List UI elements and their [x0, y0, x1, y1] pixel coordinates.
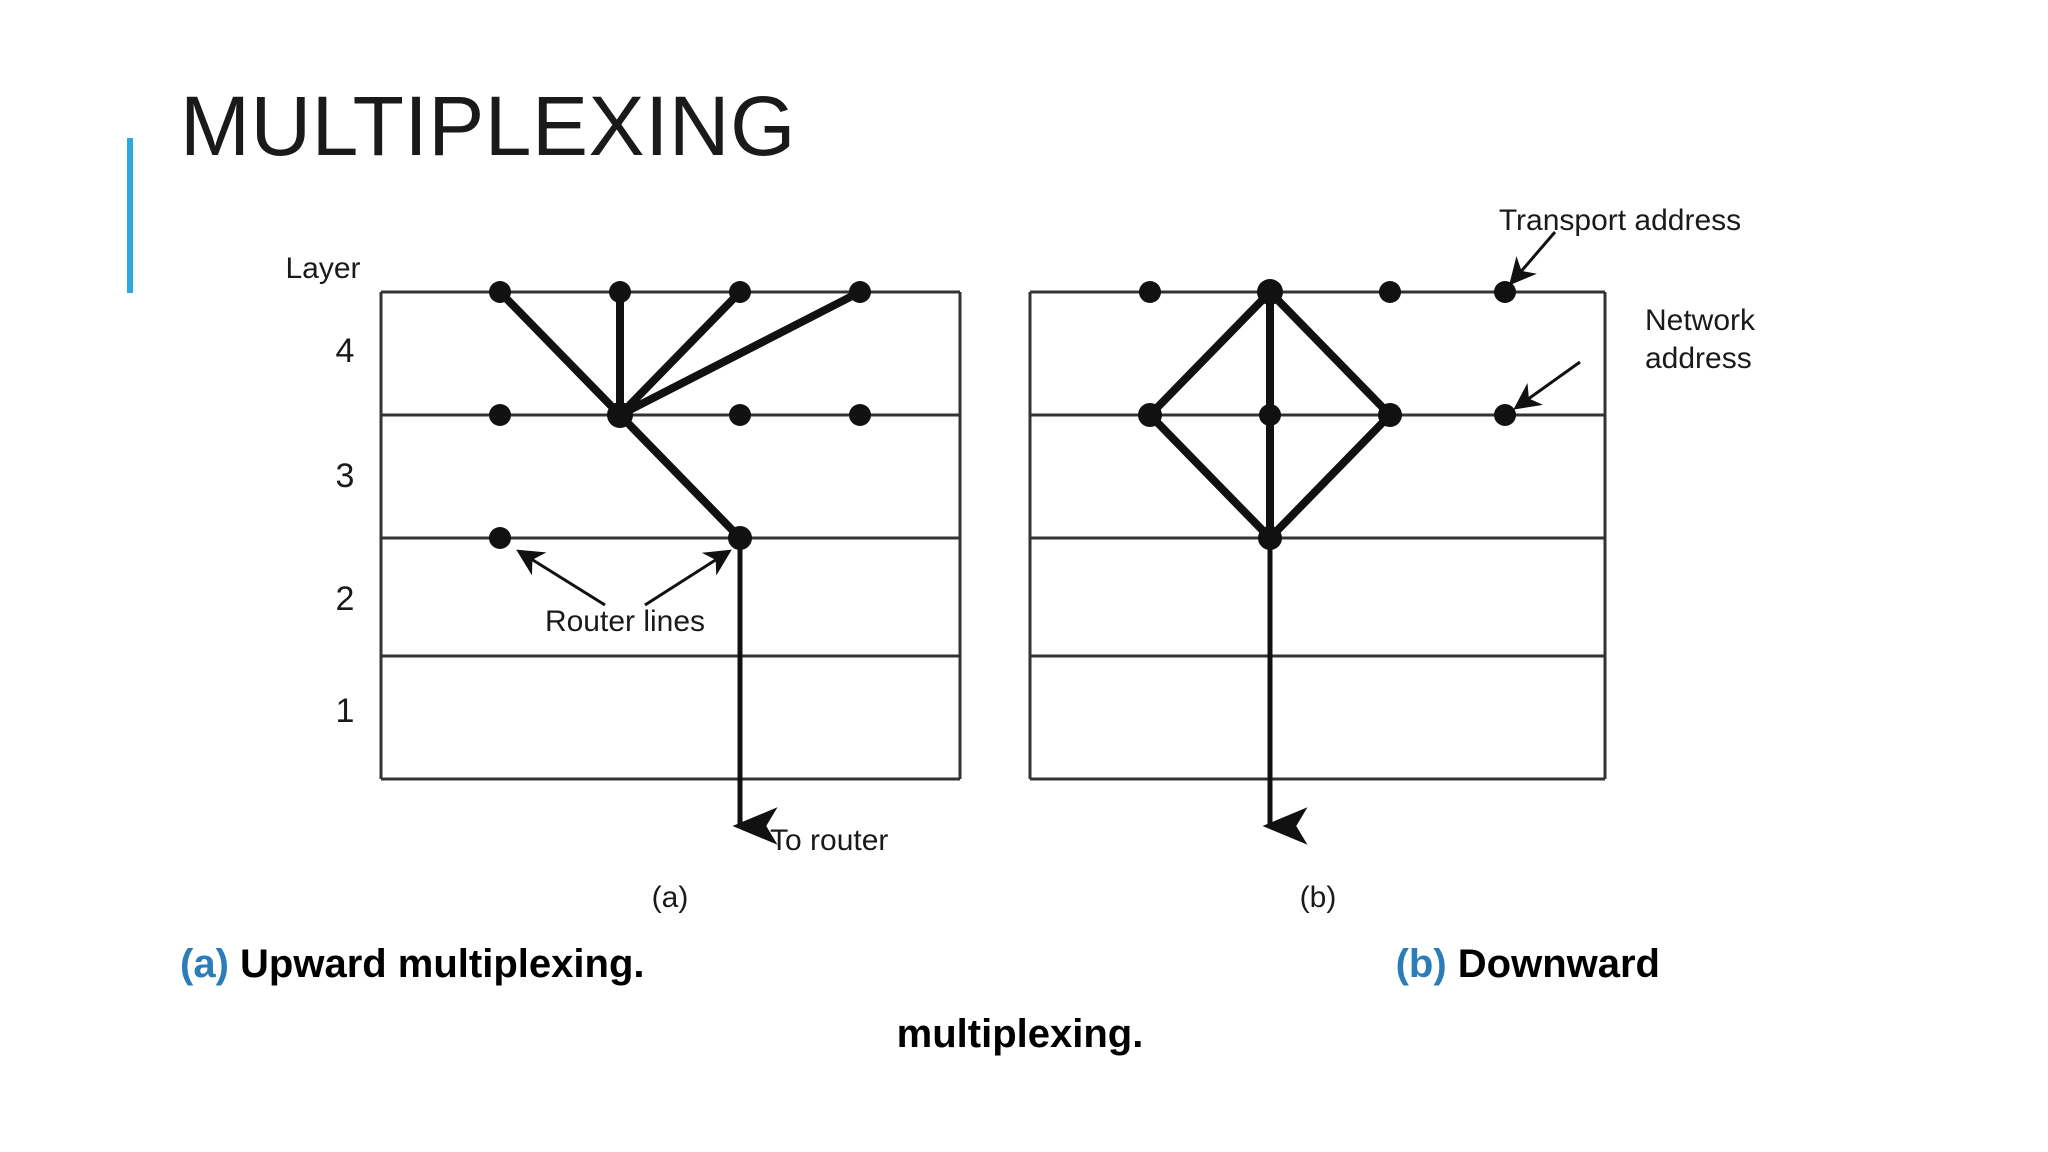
node-dot [609, 281, 631, 303]
router-lines-label: Router lines [545, 605, 705, 638]
node-dot [1257, 279, 1283, 305]
node-dot [849, 404, 871, 426]
caption-b-text: Downward [1457, 942, 1660, 986]
node-dot [1138, 403, 1162, 427]
node-dot [849, 281, 871, 303]
panel-b-sublabel: (b) [1300, 881, 1337, 914]
panel-a-connections [496, 288, 864, 542]
layer-label-1: 1 [336, 692, 355, 730]
node-dot [489, 527, 511, 549]
node-dot [1494, 404, 1516, 426]
layer-label-4: 4 [336, 332, 355, 370]
layer-axis-label: Layer [285, 252, 360, 285]
node-dot [728, 526, 752, 550]
panel-a-sublabel: (a) [652, 881, 689, 914]
node-dot [607, 402, 633, 428]
caption-a-tag: (a) [180, 942, 229, 986]
caption-b: (b) Downward [1396, 930, 1740, 998]
caption-a-text-spacer [229, 942, 240, 986]
layer-label-2: 2 [336, 580, 355, 618]
node-dot [1258, 526, 1282, 550]
slide-caption: (a) Upward multiplexing. (b) Downward mu… [180, 930, 1740, 1068]
caption-b-text-spacer [1447, 942, 1458, 986]
node-dot [1494, 281, 1516, 303]
node-dot [489, 281, 511, 303]
caption-first-row: (a) Upward multiplexing. (b) Downward [180, 930, 1740, 998]
node-dot [489, 404, 511, 426]
network-address-label-line1: Network [1645, 304, 1756, 337]
panel-b-grid [1028, 290, 1607, 781]
panel-a-nodes [489, 281, 871, 550]
node-dot [1379, 281, 1401, 303]
caption-a: (a) Upward multiplexing. [180, 930, 645, 998]
panel-a-router-lines-leaders [516, 549, 732, 607]
node-dot [1378, 403, 1402, 427]
panel-b-annotation-leaders [1509, 231, 1581, 410]
panel-a-grid [379, 290, 962, 781]
caption-second-line: multiplexing. [896, 1012, 1144, 1056]
node-dot [1139, 281, 1161, 303]
page-title: MULTIPLEXING [180, 79, 796, 173]
caption-a-text: Upward multiplexing. [240, 942, 645, 986]
caption-b-tag: (b) [1395, 942, 1447, 986]
node-dot [729, 281, 751, 303]
node-dot [1259, 404, 1281, 426]
panel-b-nodes [1138, 279, 1516, 550]
node-dot [729, 404, 751, 426]
title-accent-bar [127, 138, 133, 293]
transport-address-label: Transport address [1499, 204, 1741, 237]
network-address-label-line2: address [1645, 342, 1752, 375]
layer-label-3: 3 [336, 457, 355, 495]
to-router-label: To router [770, 824, 888, 857]
panel-b-connections [1146, 288, 1394, 542]
